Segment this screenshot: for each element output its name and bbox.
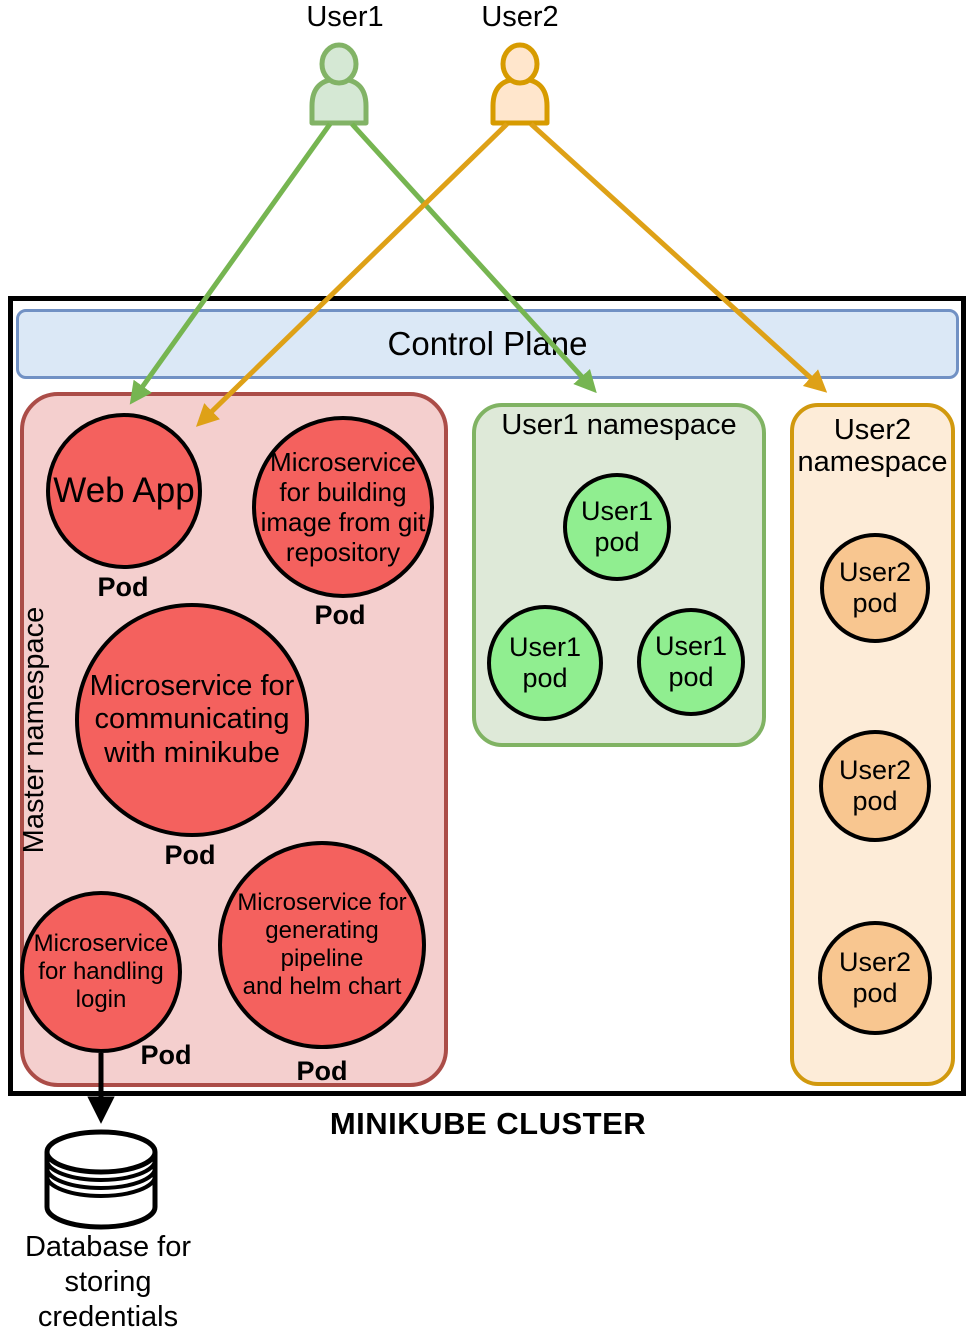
user2-pod-1: User2 pod bbox=[820, 533, 930, 643]
user1-pod-2: User1 pod bbox=[487, 605, 603, 721]
user2-pod-1-label: User2 pod bbox=[838, 556, 912, 618]
pod-handling-login: Microservice for handling login bbox=[20, 891, 182, 1053]
pod-build-image-label: Microservice for building image from git… bbox=[260, 446, 426, 568]
minikube-cluster-label: MINIKUBE CLUSTER bbox=[329, 1106, 647, 1141]
user1-pod-2-label: User1 pod bbox=[508, 631, 582, 693]
user2-pod-3-label: User2 pod bbox=[838, 946, 912, 1008]
user1-namespace-label: User1 namespace bbox=[501, 409, 737, 441]
pod-communicate-minikube-label: Microservice for communicating with mini… bbox=[89, 669, 295, 769]
pod-tag-web-app: Pod bbox=[97, 572, 149, 602]
pod-tag-pipeline: Pod bbox=[296, 1056, 348, 1086]
database-icon bbox=[44, 1129, 158, 1230]
database-label: Database for storing credentials bbox=[24, 1231, 192, 1331]
pod-tag-login: Pod bbox=[140, 1040, 192, 1070]
pod-communicate-minikube: Microservice for communicating with mini… bbox=[75, 603, 309, 837]
user1-pod-3-label: User1 pod bbox=[654, 630, 728, 692]
user2-person-icon bbox=[490, 42, 550, 126]
user1-pod-3: User1 pod bbox=[637, 608, 745, 716]
pod-tag-build-image: Pod bbox=[314, 600, 366, 630]
pod-web-app: Web App bbox=[46, 413, 202, 569]
control-plane-bar: Control Plane bbox=[16, 309, 959, 379]
user1-label: User1 bbox=[306, 1, 384, 33]
user2-pod-2: User2 pod bbox=[819, 730, 931, 842]
user2-pod-2-label: User2 pod bbox=[838, 754, 912, 816]
control-plane-label: Control Plane bbox=[387, 325, 588, 362]
user1-person-icon bbox=[309, 42, 369, 126]
user2-label: User2 bbox=[481, 1, 559, 33]
user1-pod-1-label: User1 pod bbox=[580, 495, 654, 557]
pod-pipeline-helm: Microservice for generating pipeline and… bbox=[218, 841, 426, 1049]
user2-namespace-label: User2 namespace bbox=[797, 414, 948, 478]
pod-pipeline-helm-label: Microservice for generating pipeline and… bbox=[237, 889, 407, 1000]
pod-web-app-label: Web App bbox=[53, 470, 195, 510]
pod-handling-login-label: Microservice for handling login bbox=[33, 930, 169, 1013]
user2-pod-3: User2 pod bbox=[818, 921, 932, 1035]
pod-build-image: Microservice for building image from git… bbox=[252, 416, 434, 598]
pod-tag-communicate: Pod bbox=[164, 840, 216, 870]
user1-pod-1: User1 pod bbox=[563, 473, 671, 581]
master-namespace-label: Master namespace bbox=[18, 606, 50, 854]
